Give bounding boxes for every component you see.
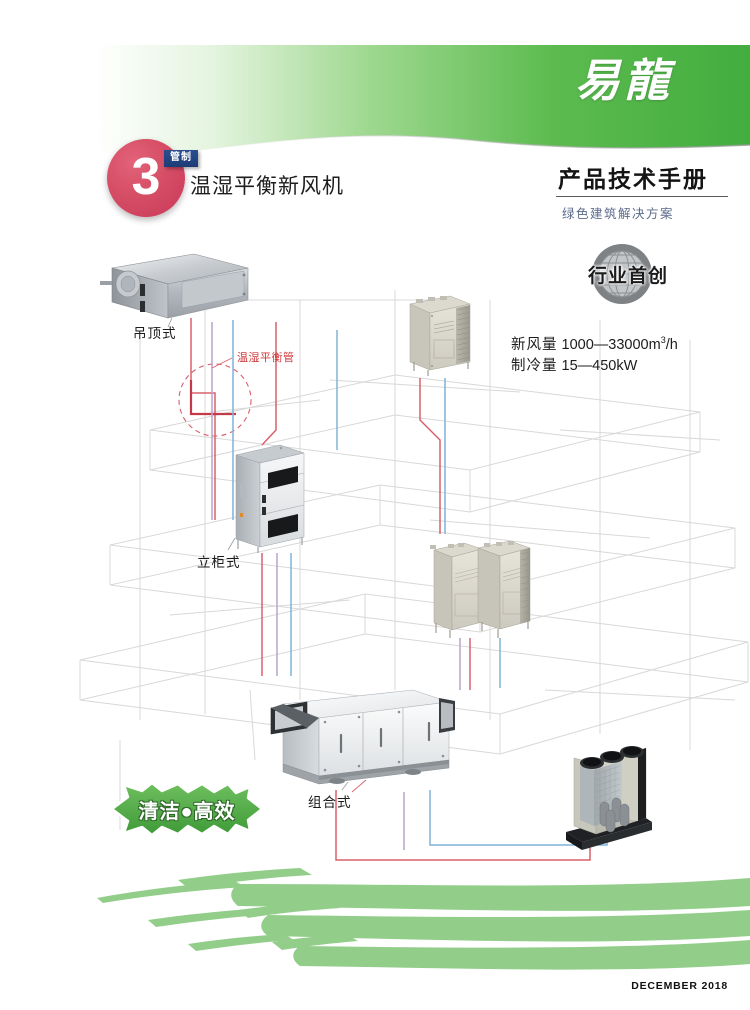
- globe-icon: [591, 243, 653, 305]
- title-divider: [556, 196, 728, 197]
- manual-subtitle: 绿色建筑解决方案: [562, 207, 675, 221]
- outdoor-condensing-unit-pair: [430, 534, 538, 638]
- spec-airflow-value: 1000—33000m: [561, 336, 661, 353]
- label-balance-pipe: 温湿平衡管: [237, 352, 295, 364]
- clean-efficient-badge: 清洁●高效: [108, 781, 266, 837]
- manual-title: 产品技术手册: [558, 166, 708, 192]
- spec-cooling: 制冷量 15—450kW: [511, 356, 678, 377]
- brand-logo: 易龍: [575, 54, 674, 107]
- clean-efficient-text: 清洁●高效: [138, 800, 236, 823]
- vertical-cabinet-air-handler: [228, 443, 310, 553]
- specification-block: 新风量 1000—33000m3/h 制冷量 15—450kW: [511, 334, 678, 377]
- spec-cooling-label: 制冷量: [511, 357, 558, 374]
- label-cabinet-type: 立柜式: [197, 555, 241, 570]
- label-combined-type: 组合式: [308, 795, 352, 810]
- regulation-tag: 管制: [164, 150, 198, 167]
- spec-airflow-unit-rest: /h: [665, 336, 678, 353]
- industry-badge-text: 行业首创: [587, 265, 668, 287]
- section-number: 3: [131, 147, 161, 206]
- spec-cooling-value: 15—450kW: [561, 357, 638, 374]
- section-title: 温湿平衡新风机: [190, 175, 344, 198]
- spec-airflow: 新风量 1000—33000m3/h: [511, 334, 678, 356]
- industry-first-badge: 行业首创: [558, 243, 698, 305]
- footer-date: DECEMBER 2018: [631, 980, 728, 992]
- modular-heat-pump-unit: [560, 730, 660, 854]
- ceiling-mounted-air-handler: [98, 248, 250, 328]
- spec-airflow-label: 新风量: [511, 336, 558, 353]
- combined-air-handling-unit: [263, 680, 455, 792]
- label-ceiling-type: 吊顶式: [133, 326, 177, 341]
- spec-airflow-unit-sup: 3: [660, 335, 666, 345]
- outdoor-condensing-unit: [404, 292, 474, 376]
